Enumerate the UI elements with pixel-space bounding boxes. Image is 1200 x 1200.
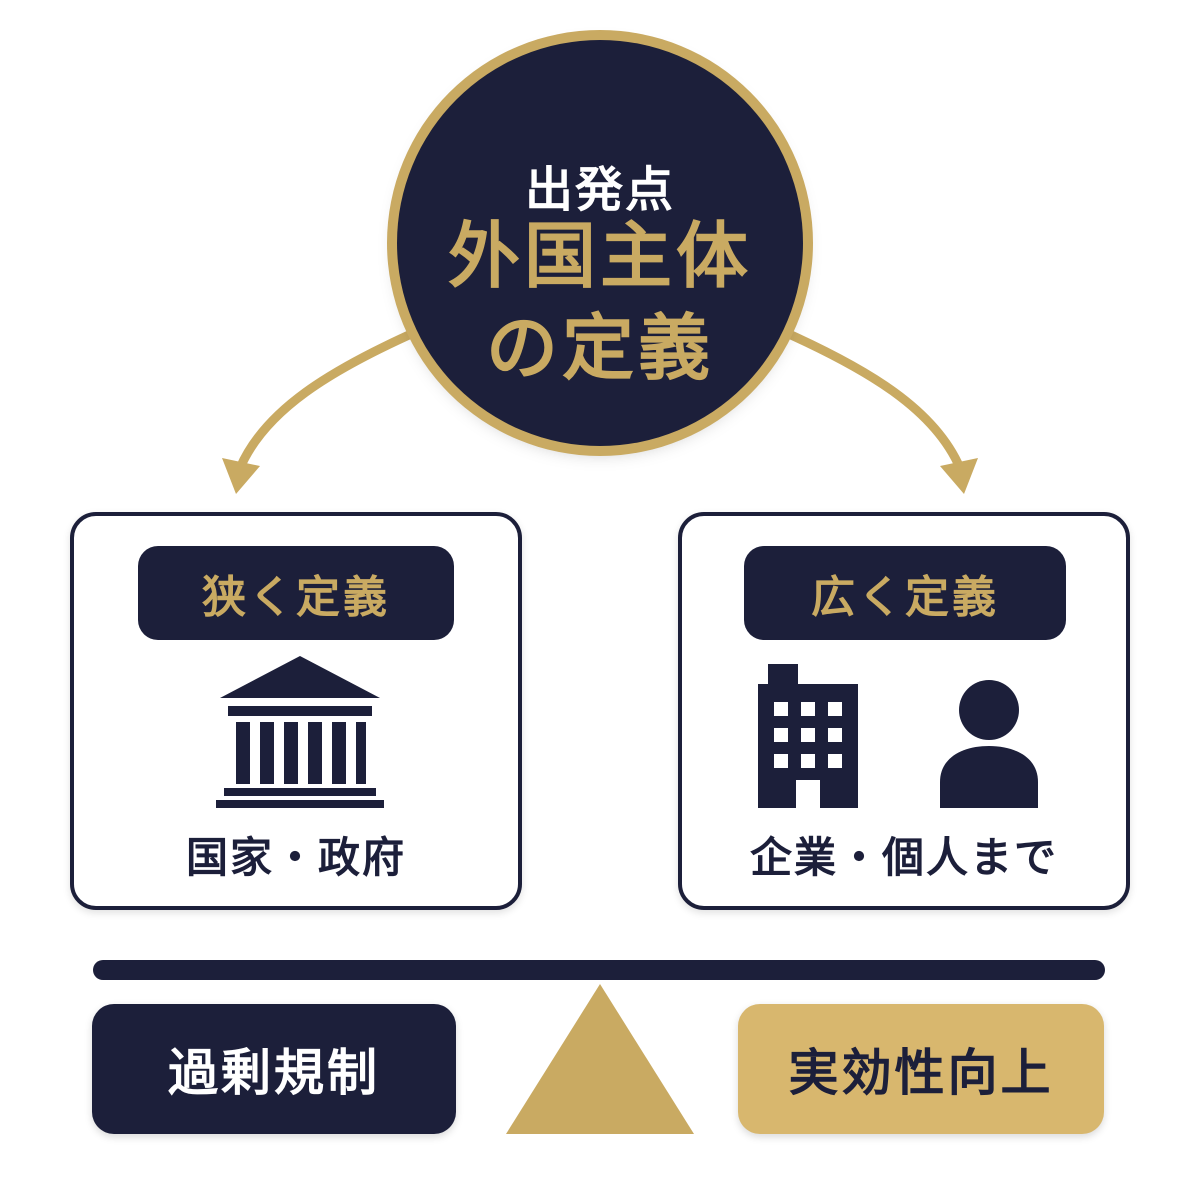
arrow-left-head — [222, 458, 260, 494]
balance-beam — [93, 960, 1105, 980]
fulcrum-triangle-icon — [506, 984, 694, 1134]
arrow-right-head — [940, 458, 978, 494]
hub-title: 外国主体の定義 — [447, 214, 752, 390]
starting-point-circle: 出発点 外国主体の定義 — [397, 40, 803, 446]
over-regulation-result: 過剰規制 — [92, 1004, 456, 1134]
narrow-definition-card: 狭く定義 国家・政府 — [70, 512, 522, 910]
hub-subtitle: 出発点 — [524, 162, 675, 218]
effectiveness-result: 実効性向上 — [738, 1004, 1104, 1134]
arrow-right — [775, 325, 965, 473]
narrow-definition-label: 狭く定義 — [138, 546, 454, 640]
government-building-icon — [216, 656, 384, 808]
broad-definition-label: 広く定義 — [744, 546, 1066, 640]
person-icon — [940, 680, 1038, 808]
arrow-left — [235, 325, 425, 473]
broad-definition-caption: 企業・個人まで — [749, 833, 1058, 882]
narrow-definition-caption: 国家・政府 — [185, 833, 406, 882]
broad-definition-card: 広く定義 企業・個人まで — [678, 512, 1130, 910]
office-building-icon — [758, 664, 858, 808]
